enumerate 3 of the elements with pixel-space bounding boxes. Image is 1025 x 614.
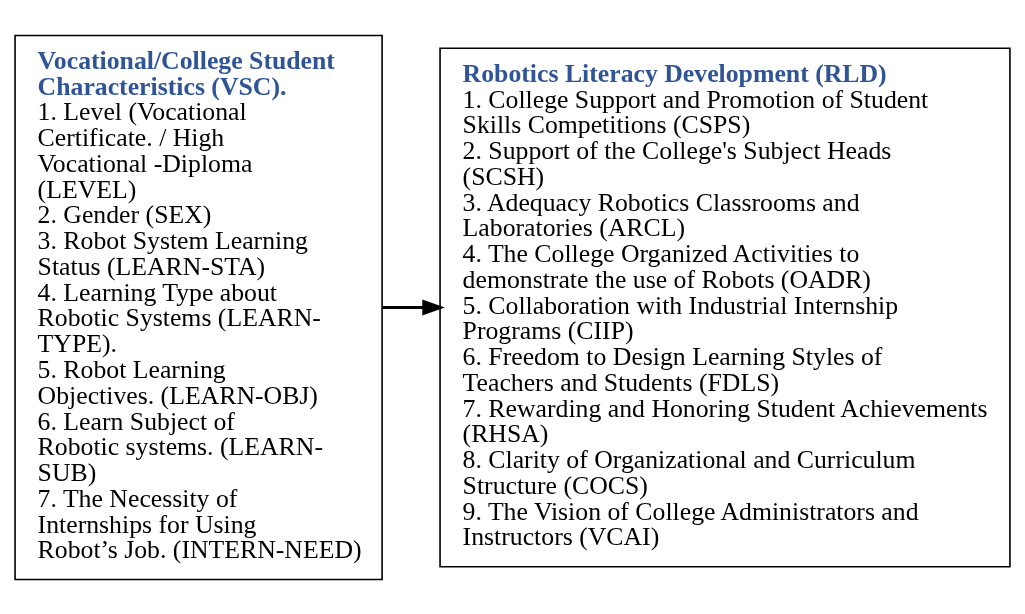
arrow: [382, 299, 445, 315]
node-box: Vocational/College Student Characteristics (VSC). 1. Level (Vocational Certificate. / High Vocational -Diploma (LEVEL) 2. Gender (SEX) 3. Robot System Learning Status (LEARN-STA) 4. Learning Type about Robotic Systems (LEARN-TYPE). 5. Robot Learning Objectives. (LEARN-OBJ) 6. Learn Subject of Robotic systems. (LEARN-SUB) 7. The Necessity of Internships for Using Robot’s Job. (INTERN-NEED): [14, 34, 383, 580]
node-box: Robotics Literacy Development (RLD) 1. College Support and Promotion of Student Skills Competitions (CSPS) 2. Support of the College's Subject Heads (SCSH) 3. Adequacy Robotics Classrooms and Laboratories (ARCL) 4. The College Organized Activities to demonstrate the use of Robots (OADR) 5. Collaboration with Industrial Internship Programs (CIIP) 6. Freedom to Design Learning Styles of Teachers and Students (FDLS) 7. Rewarding and Honoring Student Achievements (RHSA) 8. Clarity of Organizational and Curriculum Structure (COCS) 9. The Vision of College Administrators and Instructors (VCAI): [439, 47, 1011, 567]
